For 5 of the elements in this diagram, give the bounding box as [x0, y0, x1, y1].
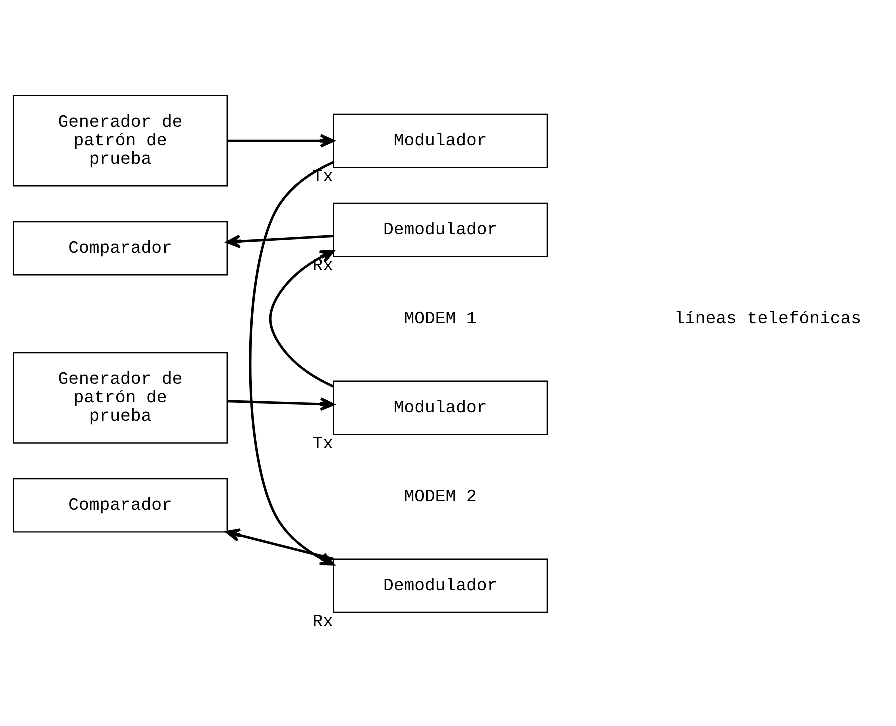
- label: MODEM 2: [404, 488, 477, 508]
- label: MODEM 1: [404, 310, 477, 330]
- node-label: Rx: [312, 612, 334, 632]
- node-label: Tx: [312, 434, 334, 454]
- label: líneas telefónicas: [674, 310, 862, 330]
